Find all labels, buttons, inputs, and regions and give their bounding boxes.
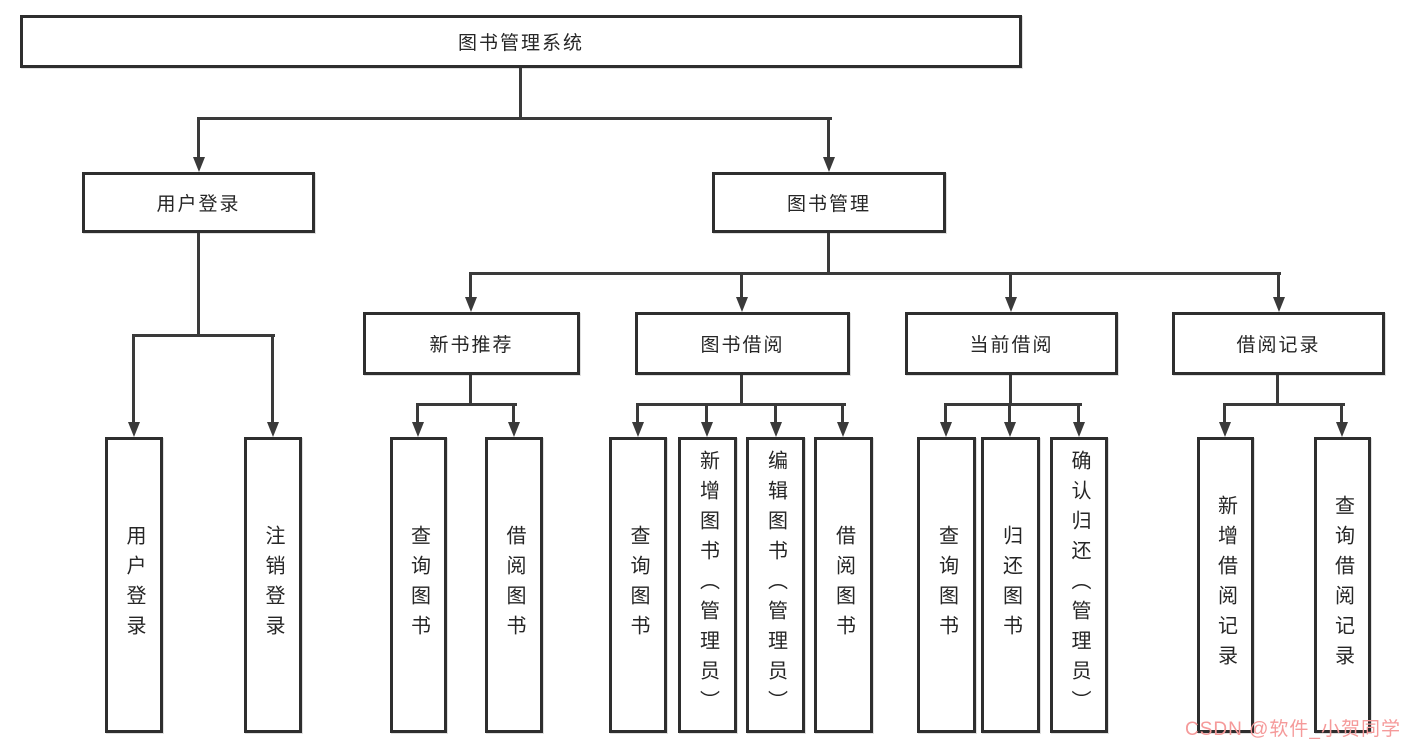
connector-borrowing-stem	[740, 375, 743, 406]
connector-bookmgmt-stem	[827, 233, 830, 275]
connector-drop-b1	[416, 403, 419, 424]
node-leaf-query-borrow-record: 查询借阅记录	[1314, 437, 1371, 733]
connector-bookmgmt-rail	[469, 272, 1281, 275]
node-borrow-records: 借阅记录	[1172, 312, 1385, 375]
node-leaf-query-books-current: 查询图书	[917, 437, 976, 733]
node-leaf-add-books-admin: 新增图书（管理员）	[678, 437, 737, 733]
connector-drop-c4	[841, 403, 844, 424]
connector-current-rail	[944, 403, 1082, 406]
node-book-borrowing: 图书借阅	[635, 312, 850, 375]
node-leaf-edit-books-admin: 编辑图书（管理员）	[746, 437, 805, 733]
arrowhead-c2	[701, 422, 713, 437]
arrowhead-current	[1005, 297, 1017, 312]
connector-userlogin-stem	[197, 233, 200, 336]
arrowhead-c1	[632, 422, 644, 437]
connector-drop-book-mgmt	[827, 117, 830, 158]
connector-drop-records	[1277, 272, 1280, 299]
node-leaf-query-books-borrowing: 查询图书	[609, 437, 667, 733]
node-leaf-confirm-return-admin: 确认归还（管理员）	[1050, 437, 1108, 733]
node-leaf-return-books: 归还图书	[981, 437, 1040, 733]
node-new-book-recommend: 新书推荐	[363, 312, 580, 375]
arrowhead-d2	[1004, 422, 1016, 437]
connector-drop-e2	[1340, 403, 1343, 424]
connector-recommend-stem	[469, 375, 472, 406]
node-current-borrowing: 当前借阅	[905, 312, 1118, 375]
connector-drop-current	[1009, 272, 1012, 299]
node-leaf-borrow-books-recommend: 借阅图书	[485, 437, 543, 733]
arrowhead-leaf-logout	[267, 422, 279, 437]
arrowhead-b1	[412, 422, 424, 437]
connector-drop-user-login	[197, 117, 200, 158]
connector-root-rail	[197, 117, 832, 120]
node-leaf-user-login: 用户登录	[105, 437, 163, 733]
connector-records-rail	[1223, 403, 1345, 406]
connector-drop-c1	[636, 403, 639, 424]
arrowhead-d1	[940, 422, 952, 437]
connector-drop-d3	[1077, 403, 1080, 424]
connector-drop-leaf-logout	[271, 334, 274, 424]
arrowhead-recommend	[465, 297, 477, 312]
arrowhead-borrowing	[736, 297, 748, 312]
csdn-watermark: CSDN @软件_小贺同学	[1185, 719, 1401, 740]
connector-drop-b2	[512, 403, 515, 424]
arrowhead-c4	[837, 422, 849, 437]
connector-drop-borrowing	[740, 272, 743, 299]
arrowhead-book-mgmt	[823, 157, 835, 172]
connector-drop-c3	[774, 403, 777, 424]
arrowhead-e2	[1336, 422, 1348, 437]
connector-drop-leaf-login	[132, 334, 135, 424]
arrowhead-c3	[770, 422, 782, 437]
connector-records-stem	[1276, 375, 1279, 406]
arrowhead-user-login	[193, 157, 205, 172]
connector-drop-e1	[1223, 403, 1226, 424]
node-root-library-system: 图书管理系统	[20, 15, 1022, 68]
arrowhead-leaf-login	[128, 422, 140, 437]
connector-borrowing-rail	[636, 403, 846, 406]
connector-recommend-rail	[416, 403, 517, 406]
connector-drop-c2	[705, 403, 708, 424]
node-leaf-borrow-books: 借阅图书	[814, 437, 873, 733]
arrowhead-b2	[508, 422, 520, 437]
connector-userlogin-rail	[132, 334, 275, 337]
connector-drop-d1	[944, 403, 947, 424]
arrowhead-e1	[1219, 422, 1231, 437]
connector-drop-d2	[1008, 403, 1011, 424]
node-book-management: 图书管理	[712, 172, 946, 233]
node-user-login: 用户登录	[82, 172, 315, 233]
arrowhead-d3	[1073, 422, 1085, 437]
connector-root-stem	[519, 68, 522, 119]
node-leaf-query-books-recommend: 查询图书	[390, 437, 447, 733]
node-leaf-logout: 注销登录	[244, 437, 302, 733]
connector-current-stem	[1009, 375, 1012, 406]
connector-drop-recommend	[469, 272, 472, 299]
node-leaf-add-borrow-record: 新增借阅记录	[1197, 437, 1254, 733]
arrowhead-records	[1273, 297, 1285, 312]
